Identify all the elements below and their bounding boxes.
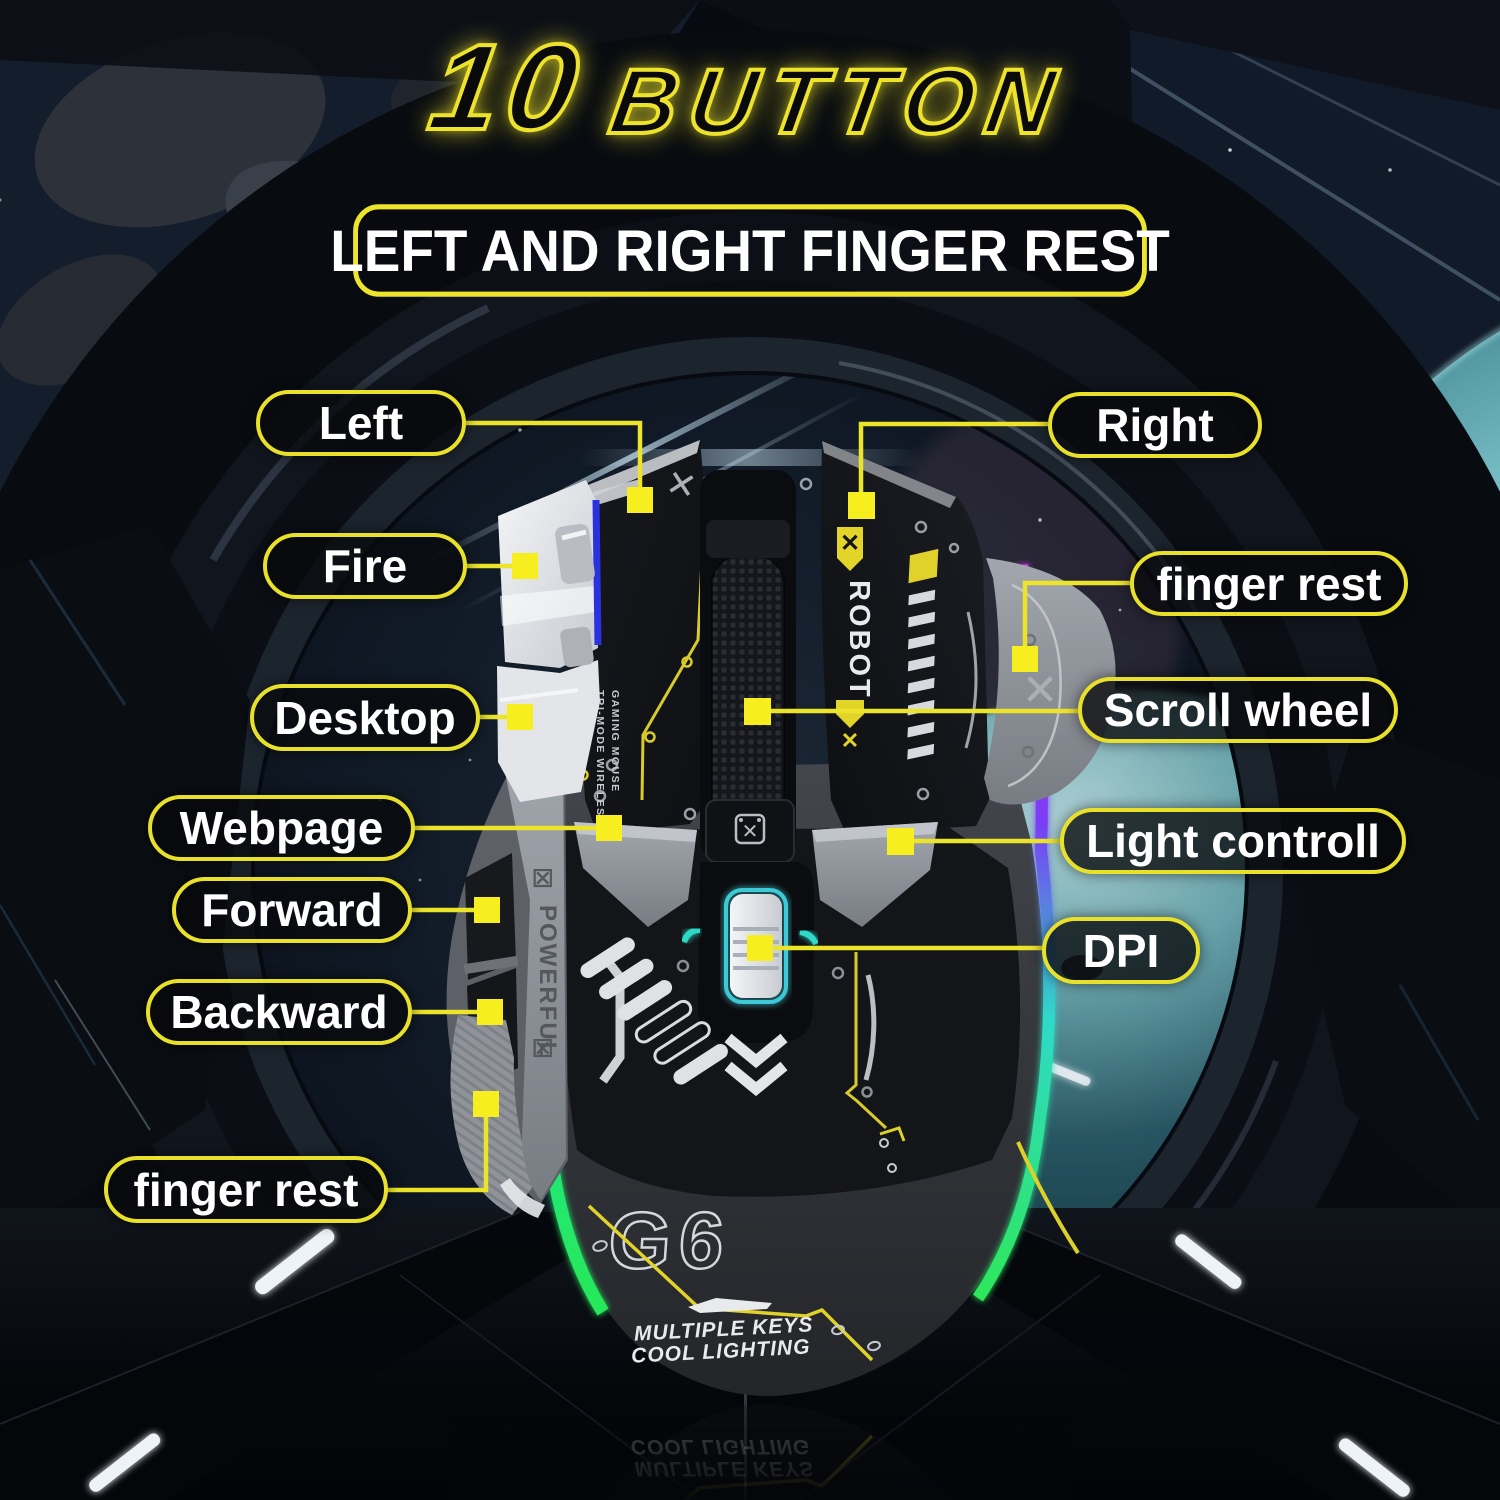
marker-finger-rest-right xyxy=(1012,646,1038,672)
wheel-lower-plate: ✕ xyxy=(705,799,795,863)
connector-finger-rest-right xyxy=(1022,580,1130,646)
page-title: 10 BUTTON xyxy=(0,17,1500,157)
reflection-fade xyxy=(450,1396,1070,1500)
side-deco-x-bottom: ☒ xyxy=(528,1037,555,1059)
webpage-button xyxy=(574,822,697,927)
callout-fire: Fire xyxy=(263,533,467,599)
callout-desktop: Desktop xyxy=(250,684,480,751)
left-side-assembly: ☒ POWERFUL ☒ xyxy=(446,746,568,1218)
callout-left-click: Left xyxy=(256,390,466,456)
callout-right-click: Right xyxy=(1048,392,1262,458)
white-side-buttons xyxy=(497,480,602,802)
marker-scroll-wheel xyxy=(744,698,771,725)
callout-light-control: Light controll xyxy=(1060,808,1406,874)
callout-finger-rest-left: finger rest xyxy=(104,1156,388,1223)
connector-finger-rest-left xyxy=(387,1116,489,1193)
robot-deco-x-top: ✕ xyxy=(840,530,860,557)
robot-deco-x-bottom: ✕ xyxy=(841,728,859,753)
marker-right xyxy=(848,492,875,519)
title-number: 10 xyxy=(420,17,597,157)
robot-text: ROBOT xyxy=(843,580,875,700)
marker-light-control xyxy=(887,828,914,855)
marker-desktop xyxy=(507,704,533,730)
connector-right xyxy=(858,421,1048,493)
callout-scroll-wheel: Scroll wheel xyxy=(1078,677,1398,743)
robot-badge-bottom xyxy=(836,700,864,728)
finger-rest-deco-x: ✕ xyxy=(1022,666,1059,715)
marker-finger-rest-left xyxy=(473,1091,499,1117)
callout-backward: Backward xyxy=(146,979,412,1045)
callout-finger-rest-right: finger rest xyxy=(1130,551,1408,616)
side-text-powerful: POWERFUL xyxy=(534,905,561,1058)
callout-webpage: Webpage xyxy=(148,795,415,861)
side-deco-x-top: ☒ xyxy=(528,867,555,889)
marker-backward xyxy=(477,999,503,1025)
marker-forward xyxy=(474,897,500,923)
banner-finger-rest: LEFT AND RIGHT FINGER REST xyxy=(330,204,1170,297)
marker-webpage xyxy=(596,815,622,841)
left-button-text-2: GAMING MOUSE xyxy=(609,690,621,793)
connector-left xyxy=(466,420,643,488)
plate-deco-x: ✕ xyxy=(742,821,759,843)
marker-left xyxy=(627,487,653,513)
marker-dpi xyxy=(747,935,773,961)
right-click-button: ✕ ROBOT ✕ xyxy=(799,441,989,834)
callout-forward: Forward xyxy=(172,877,412,943)
hazard-stripe xyxy=(907,548,939,760)
left-button-text-1: TRI-MODE WIRELESS xyxy=(594,690,606,825)
marker-fire xyxy=(512,553,538,579)
palm-details xyxy=(580,937,888,1130)
side-panel xyxy=(505,746,566,1200)
robot-badge-top xyxy=(837,527,863,571)
fire-button-blue-edge xyxy=(592,499,602,646)
connector-markers xyxy=(473,487,1038,1117)
title-word: BUTTON xyxy=(602,49,1076,155)
connector-lines xyxy=(387,420,1130,1193)
right-finger-rest: ✕ xyxy=(984,558,1116,805)
callout-dpi: DPI xyxy=(1042,917,1200,984)
bottom-markings: G6 MULTIPLE KEYS COOL LIGHTING xyxy=(587,1126,1080,1368)
